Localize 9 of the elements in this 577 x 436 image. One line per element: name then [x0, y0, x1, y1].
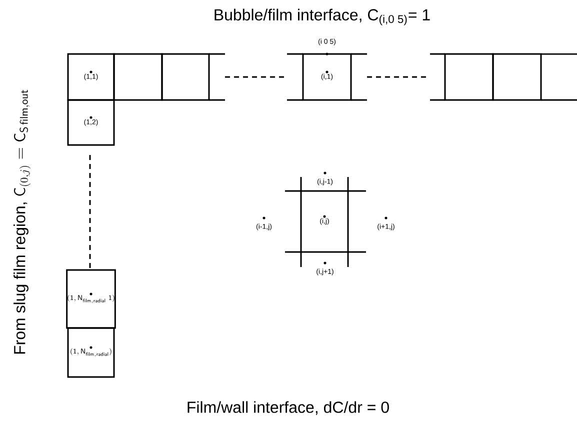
axis-label: From slug film region, $\mathsf{C}_{(0,j)} = \mathsf{C}_{\mathsf{S\,film,out}}$ — [14, 90, 30, 354]
grid-cell — [161, 53, 210, 101]
grid-cell — [492, 53, 542, 101]
grid-cell: $\mathsf{(1,N}_{\mathsf{film,radial}}\;\mathsf{1)}$ — [66, 269, 116, 329]
grid-cell — [113, 53, 163, 101]
caption: Film/wall interface, dC/dr = 0 — [188, 401, 389, 415]
grid-cell — [444, 53, 494, 101]
title: Bubble/film interface, C$_{(i,0 5)}$= 1 — [214, 8, 430, 26]
grid-cell: $\mathsf{(1,N}_{\mathsf{film,radial}}\mathsf{)}$ — [67, 327, 115, 378]
